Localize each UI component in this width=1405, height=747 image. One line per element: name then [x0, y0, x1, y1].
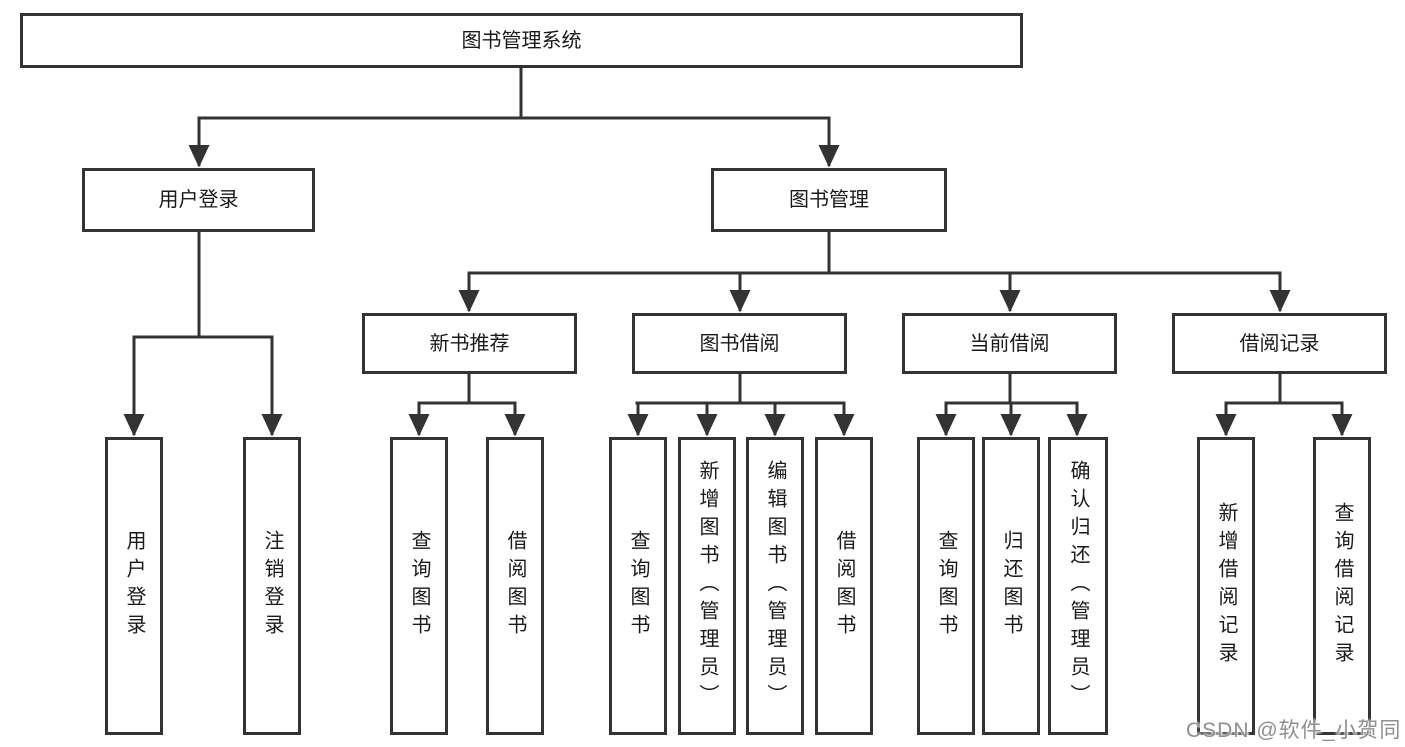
leaf-edit-book-admin: 编辑图书（管理员）: [746, 437, 804, 735]
leaf-logout: 注销登录: [243, 437, 301, 735]
leaf-query-book-borrow: 查询图书: [609, 437, 667, 735]
leaf-borrow-book: 借阅图书: [815, 437, 873, 735]
connector-new-book-children: [408, 374, 526, 437]
node-book-management: 图书管理: [711, 168, 947, 232]
leaf-user-login: 用户登录: [105, 437, 163, 735]
node-borrow-records: 借阅记录: [1172, 313, 1387, 374]
leaf-borrow-book-recommend: 借阅图书: [486, 437, 544, 735]
connector-book-borrow-children: [627, 374, 855, 437]
node-user-login: 用户登录: [82, 168, 315, 232]
connector-current-borrow-children: [935, 374, 1088, 437]
node-root: 图书管理系统: [20, 13, 1023, 68]
leaf-confirm-return-admin: 确认归还（管理员）: [1048, 437, 1108, 735]
leaf-query-book-current: 查询图书: [917, 437, 975, 735]
connector-user-login-children: [123, 232, 283, 437]
node-new-book-recommend: 新书推荐: [362, 313, 577, 374]
connector-book-mgmt-children: [458, 232, 1291, 313]
node-book-borrow: 图书借阅: [632, 313, 847, 374]
csdn-watermark: CSDN @软件_小贺同学: [1186, 719, 1402, 742]
connector-borrow-records-children: [1215, 374, 1353, 437]
leaf-return-book: 归还图书: [982, 437, 1040, 735]
leaf-add-book-admin: 新增图书（管理员）: [678, 437, 736, 735]
leaf-add-borrow-record: 新增借阅记录: [1197, 437, 1255, 735]
node-current-borrow: 当前借阅: [902, 313, 1117, 374]
leaf-query-borrow-record: 查询借阅记录: [1313, 437, 1371, 735]
connector-root-to-level1: [188, 68, 840, 168]
leaf-query-book-recommend: 查询图书: [390, 437, 448, 735]
